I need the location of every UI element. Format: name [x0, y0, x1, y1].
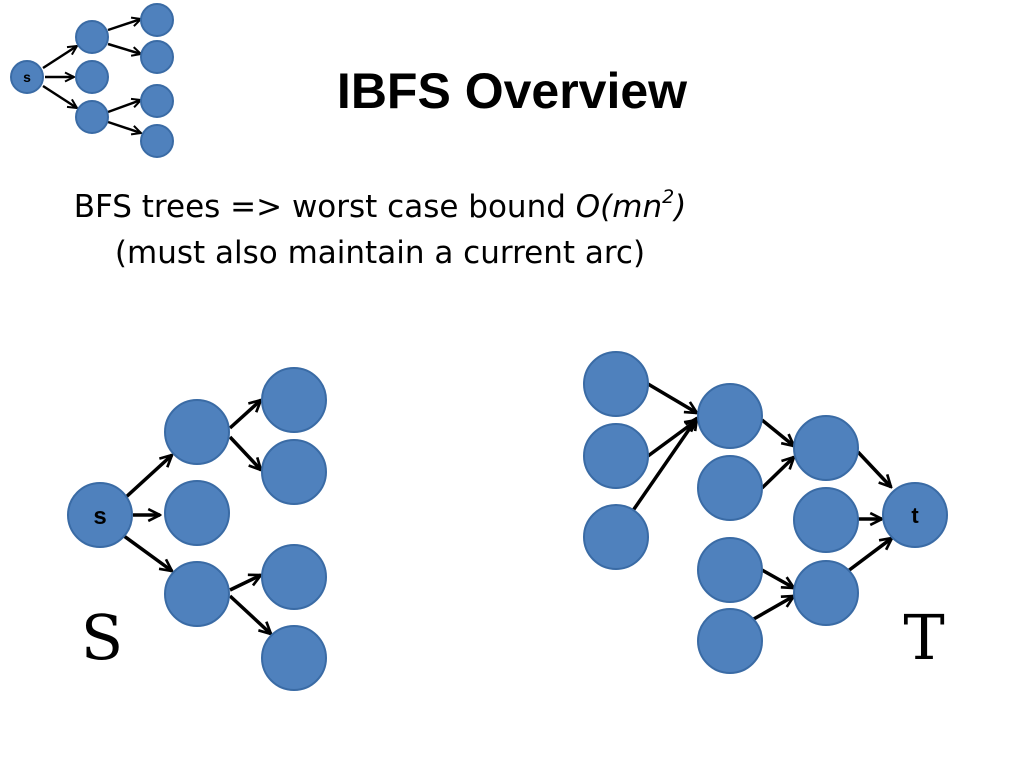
source-tree-node [261, 544, 327, 610]
sink-tree-node [793, 560, 859, 626]
source-tree-node [164, 480, 230, 546]
thumbnail-tree: s [10, 3, 174, 158]
slide-title: IBFS Overview [336, 63, 688, 119]
source-tree-node [261, 625, 327, 691]
source-tree: s [67, 367, 327, 691]
sink-tree-node [697, 537, 763, 603]
sink-tree-node [793, 415, 859, 481]
slide-body: BFS trees => worst case bound O(mn2) (mu… [0, 184, 760, 276]
body-line-1: BFS trees => worst case bound O(mn2) [0, 184, 760, 230]
source-tree-node [164, 399, 230, 465]
thumbnail-source-node [10, 60, 44, 94]
source-node [67, 482, 133, 548]
thumbnail-source-label: s [23, 69, 31, 85]
bound-prefix: BFS trees => worst case bound [73, 189, 576, 225]
sink-tree-node [583, 504, 649, 570]
thumbnail-node [75, 20, 109, 54]
sink-tree-node [583, 351, 649, 417]
source-node-label: s [93, 503, 106, 530]
sink-tree: t [583, 351, 948, 674]
sink-node [882, 482, 948, 548]
sink-tree-node [697, 383, 763, 449]
thumbnail-node [75, 100, 109, 134]
thumbnail-node [75, 60, 109, 94]
sink-tree-node [793, 487, 859, 553]
bound-exponent: 2 [662, 186, 675, 208]
source-tree-node [164, 561, 230, 627]
source-tree-node [261, 439, 327, 505]
sink-node-label: t [911, 503, 919, 528]
sink-tree-node [583, 423, 649, 489]
sink-tree-node [697, 608, 763, 674]
body-line-2: (must also maintain a current arc) [114, 235, 646, 271]
source-tree-node [261, 367, 327, 433]
source-set-label: S [81, 601, 123, 674]
thumbnail-node [140, 40, 174, 74]
thumbnail-node [140, 124, 174, 158]
sink-set-label: T [903, 601, 944, 674]
thumbnail-node [140, 3, 174, 37]
thumbnail-node [140, 84, 174, 118]
sink-tree-node [697, 455, 763, 521]
bound-expression: O(mn2) [575, 186, 687, 226]
